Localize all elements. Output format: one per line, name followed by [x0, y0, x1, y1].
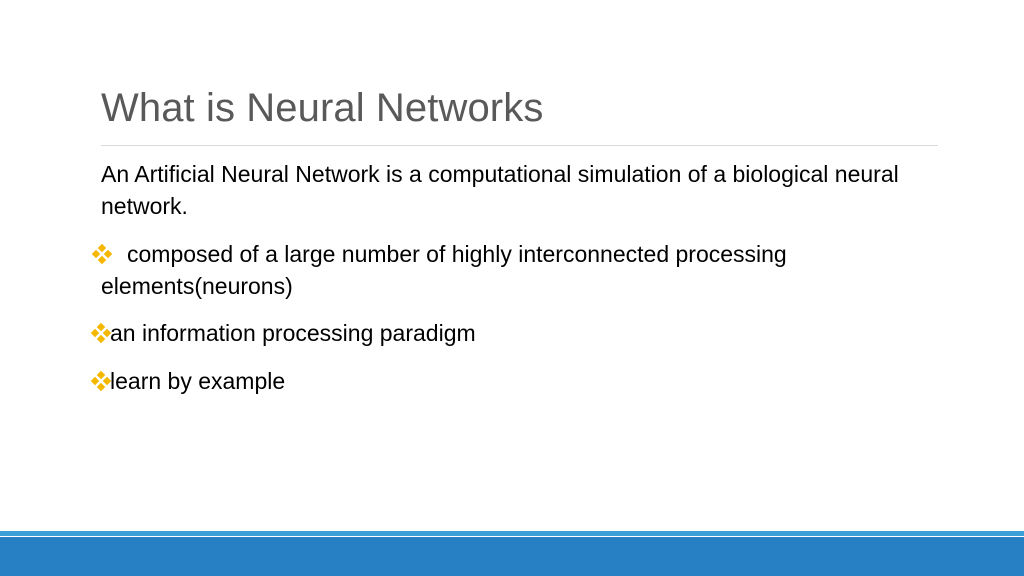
bullet-item-1: composed of a large number of highly int… — [91, 238, 921, 302]
slide-title: What is Neural Networks — [101, 86, 544, 130]
bullet-text-1: composed of a large number of highly int… — [101, 241, 787, 299]
bullet-text-3: learn by example — [110, 368, 286, 394]
bullet-item-2: an information processing paradigm — [90, 317, 912, 349]
diamond-bullet-icon — [90, 322, 112, 344]
footer-bar — [0, 537, 1024, 576]
diamond-bullet-icon — [91, 243, 113, 265]
footer-accent-line — [0, 531, 1024, 536]
bullet-item-3: learn by example — [90, 365, 912, 397]
intro-paragraph: An Artificial Neural Network is a comput… — [101, 161, 899, 219]
bullet-text-2: an information processing paradigm — [110, 320, 476, 346]
title-divider — [101, 145, 938, 146]
diamond-bullet-icon — [90, 370, 112, 392]
